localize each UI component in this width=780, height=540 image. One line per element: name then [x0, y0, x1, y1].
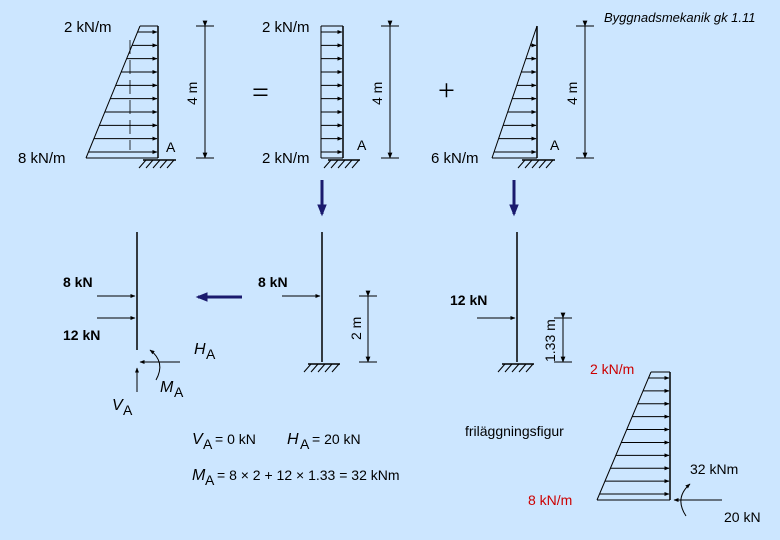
- hatch-mark: [504, 363, 513, 373]
- course-label: Byggnadsmekanik gk 1.11: [604, 10, 756, 25]
- fig2-load-arrows: [321, 30, 343, 154]
- hatch-mark: [517, 159, 526, 169]
- fig1-trapezoid-load: 2 kN/m 8 kN/m A 4 m: [18, 19, 214, 169]
- fig1-height: 4 m: [184, 82, 200, 105]
- fig3-triangular-load: 6 kN/m A 4 m: [431, 20, 594, 169]
- fig6-arm: 1.33 m: [542, 319, 558, 362]
- fig3-support-label: A: [550, 137, 560, 153]
- hatch-mark: [511, 363, 520, 373]
- fig3-bottom-load: 6 kN/m: [431, 150, 479, 167]
- free-body-caption: friläggningsfigur: [465, 423, 564, 439]
- result-ha-value: = 20 kN: [312, 431, 361, 447]
- hatch-mark: [310, 363, 319, 373]
- hatch-mark: [538, 159, 547, 169]
- fig4-ma-sub: A: [174, 384, 184, 400]
- result-va-value: = 0 kN: [215, 431, 256, 447]
- hatch-mark: [166, 159, 175, 169]
- fig3-height: 4 m: [564, 82, 580, 105]
- fig4-ha-sub: A: [206, 346, 216, 362]
- free-body-diagram: friläggningsfigur 2 kN/m 8 kN/m 32 kNm 2…: [465, 361, 761, 525]
- result-ha-sub: A: [300, 436, 310, 452]
- fig2-height: 4 m: [369, 82, 385, 105]
- fig5-point-load: 8 kN 2 m: [258, 232, 377, 373]
- hatch-mark: [152, 159, 161, 169]
- plus-sign: +: [438, 74, 455, 107]
- hatch-mark: [145, 159, 154, 169]
- hatch-mark: [545, 159, 554, 169]
- hatch-mark: [337, 159, 346, 169]
- fbd-moment-arrow: [680, 483, 691, 517]
- fig4-ma-arrow: [149, 349, 161, 381]
- fig4-force-upper: 8 kN: [63, 274, 93, 290]
- fig1-support-hatch: [138, 159, 175, 169]
- fig2-support-hatch: [323, 159, 360, 169]
- result-va-sub: A: [203, 436, 213, 452]
- fig4-va-sub: A: [123, 402, 133, 418]
- hatch-mark: [138, 159, 147, 169]
- fig4-va-symbol: V: [112, 397, 124, 414]
- fig2-top-load: 2 kN/m: [262, 19, 310, 36]
- fig5-force: 8 kN: [258, 274, 288, 290]
- fig1-support-label: A: [166, 139, 176, 155]
- fig6-force: 12 kN: [450, 292, 487, 308]
- result-ma-sub: A: [205, 472, 215, 488]
- fig5-arm: 2 m: [348, 317, 364, 340]
- fbd-bottom-load: 8 kN/m: [528, 492, 572, 508]
- hatch-mark: [497, 363, 506, 373]
- fig4-ma-symbol: M: [160, 379, 174, 396]
- fbd-top-load: 2 kN/m: [590, 361, 634, 377]
- hatch-mark: [330, 159, 339, 169]
- hatch-mark: [531, 159, 540, 169]
- hatch-mark: [524, 159, 533, 169]
- result-va-symbol: V: [192, 431, 204, 448]
- hatch-mark: [159, 159, 168, 169]
- fig6-support-hatch: [497, 363, 534, 373]
- result-ma-expression: = 8 × 2 + 12 × 1.33 = 32 kNm: [217, 467, 400, 483]
- hatch-mark: [351, 159, 360, 169]
- result-ma-symbol: M: [192, 467, 206, 484]
- hatch-mark: [303, 363, 312, 373]
- hatch-mark: [525, 363, 534, 373]
- fig4-ha-symbol: H: [194, 341, 206, 358]
- fig2-bottom-load: 2 kN/m: [262, 150, 310, 167]
- equals-sign: =: [252, 76, 269, 109]
- fig5-support-hatch: [303, 363, 340, 373]
- fig4-reactions: 8 kN 12 kN H A V A M A: [63, 232, 216, 418]
- fig6-point-load: 12 kN 1.33 m: [450, 232, 572, 373]
- hatch-mark: [518, 363, 527, 373]
- hatch-mark: [323, 159, 332, 169]
- fbd-load-arrows: [599, 376, 670, 496]
- result-ha-symbol: H: [287, 431, 299, 448]
- hatch-mark: [344, 159, 353, 169]
- hatch-mark: [317, 363, 326, 373]
- fbd-force: 20 kN: [724, 509, 761, 525]
- fig3-load-arrows: [494, 43, 537, 154]
- fig1-bottom-load: 8 kN/m: [18, 150, 66, 167]
- fbd-moment: 32 kNm: [690, 461, 738, 477]
- fig4-force-lower: 12 kN: [63, 327, 100, 343]
- hatch-mark: [331, 363, 340, 373]
- fig2-uniform-load: 2 kN/m 2 kN/m A 4 m: [262, 19, 399, 169]
- fig3-support-hatch: [517, 159, 554, 169]
- fig1-load-arrows: [88, 30, 158, 154]
- results-equations: V A = 0 kN H A = 20 kN M A = 8 × 2 + 12 …: [192, 431, 400, 488]
- fig1-top-load: 2 kN/m: [64, 19, 112, 36]
- hatch-mark: [324, 363, 333, 373]
- fig1-load-slope: [85, 25, 141, 159]
- fig2-support-label: A: [357, 137, 367, 153]
